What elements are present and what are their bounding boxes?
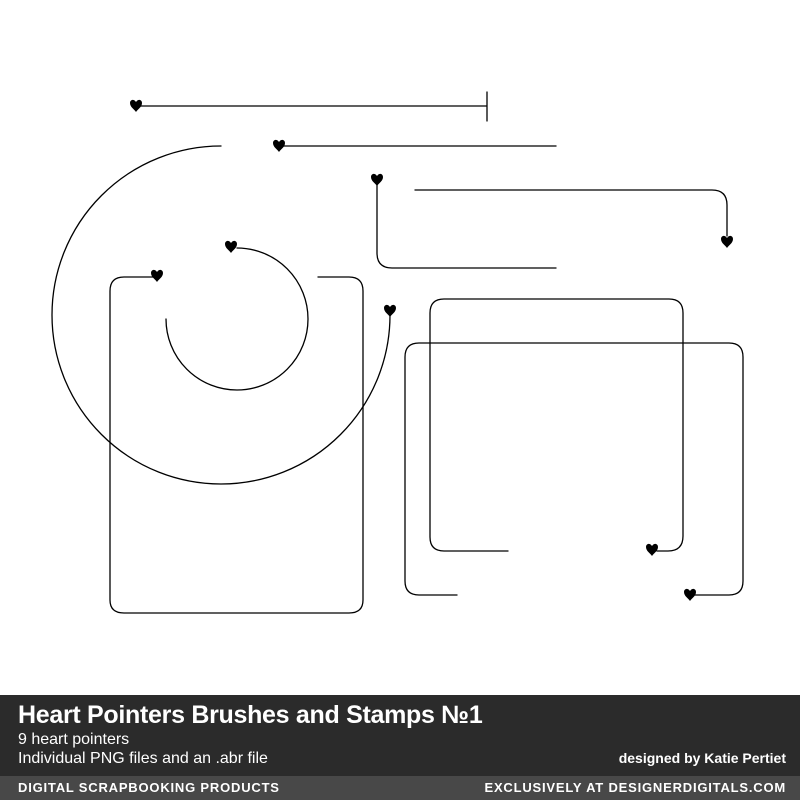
heart-pointer-7 bbox=[109, 269, 364, 614]
heart-icon bbox=[721, 235, 733, 248]
heart-pointer-4 bbox=[371, 173, 557, 269]
heart-pointers-artwork bbox=[51, 91, 744, 614]
heart-pointer-2 bbox=[273, 139, 557, 152]
product-file-info: Individual PNG files and an .abr file bbox=[18, 750, 268, 767]
heart-pointer-1 bbox=[130, 91, 488, 122]
heart-icon bbox=[273, 139, 285, 152]
heart-icon bbox=[151, 269, 163, 282]
heart-pointer-5 bbox=[51, 145, 396, 485]
product-subtitle: 9 heart pointers bbox=[18, 731, 130, 748]
heart-pointer-8 bbox=[429, 298, 684, 556]
footer-category-label: DIGITAL SCRAPBOOKING PRODUCTS bbox=[18, 780, 280, 795]
heart-icon bbox=[225, 240, 237, 253]
heart-icon bbox=[371, 173, 383, 186]
heart-icon bbox=[684, 588, 696, 601]
footer-bar: DIGITAL SCRAPBOOKING PRODUCTS EXCLUSIVEL… bbox=[0, 776, 800, 800]
footer-store-link[interactable]: EXCLUSIVELY AT DESIGNERDIGITALS.COM bbox=[484, 780, 786, 795]
product-title: Heart Pointers Brushes and Stamps №1 bbox=[18, 701, 483, 729]
heart-pointer-9 bbox=[404, 342, 744, 601]
designer-credit: designed by Katie Pertiet bbox=[618, 750, 786, 766]
heart-pointer-3 bbox=[414, 189, 733, 248]
product-info-band: Heart Pointers Brushes and Stamps №1 9 h… bbox=[0, 695, 800, 776]
heart-pointer-6 bbox=[165, 240, 309, 391]
heart-icon bbox=[130, 99, 142, 112]
heart-icon bbox=[646, 543, 658, 556]
heart-icon bbox=[384, 304, 396, 317]
